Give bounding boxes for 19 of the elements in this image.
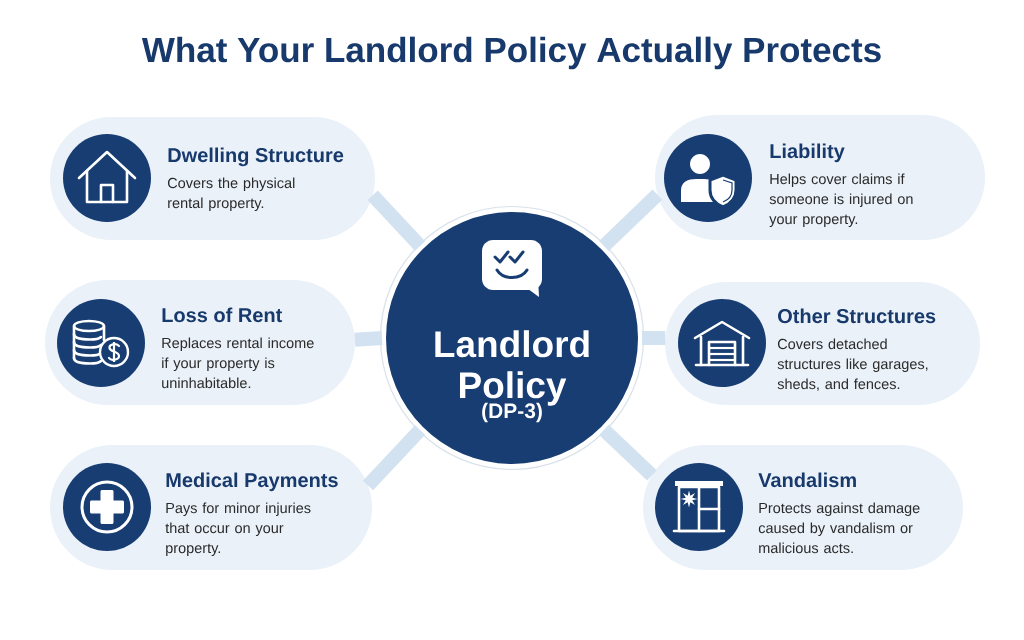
card-title: Loss of Rent xyxy=(162,307,283,323)
card-title: Liability xyxy=(770,143,845,163)
connector xyxy=(367,190,426,251)
card-text: Covers detached structures like garages, sheds, and fences. xyxy=(777,338,928,391)
card-text: Replaces rental income if your property is uninhabitable. xyxy=(162,337,314,389)
card-title: Dwelling Structure xyxy=(168,147,344,167)
heading: What Your Landlord Policy Actually Protects xyxy=(141,36,881,70)
connector xyxy=(599,189,663,252)
card-text: Helps cover claims if someone is injured on your property. xyxy=(769,173,913,227)
connector xyxy=(599,424,657,481)
card-title: Vandalism xyxy=(758,472,856,488)
card-title: Other Structures xyxy=(778,308,936,324)
connector xyxy=(362,425,426,491)
connector xyxy=(354,331,383,347)
card-text: Pays for minor injuries that occur on your property. xyxy=(165,502,311,556)
card-title: Medical Payments xyxy=(166,472,338,492)
card-text: Protects against damage caused by vandalism or malicious acts. xyxy=(758,502,920,554)
card-text: Covers the physical rental property. xyxy=(167,177,295,211)
connector xyxy=(642,331,666,345)
